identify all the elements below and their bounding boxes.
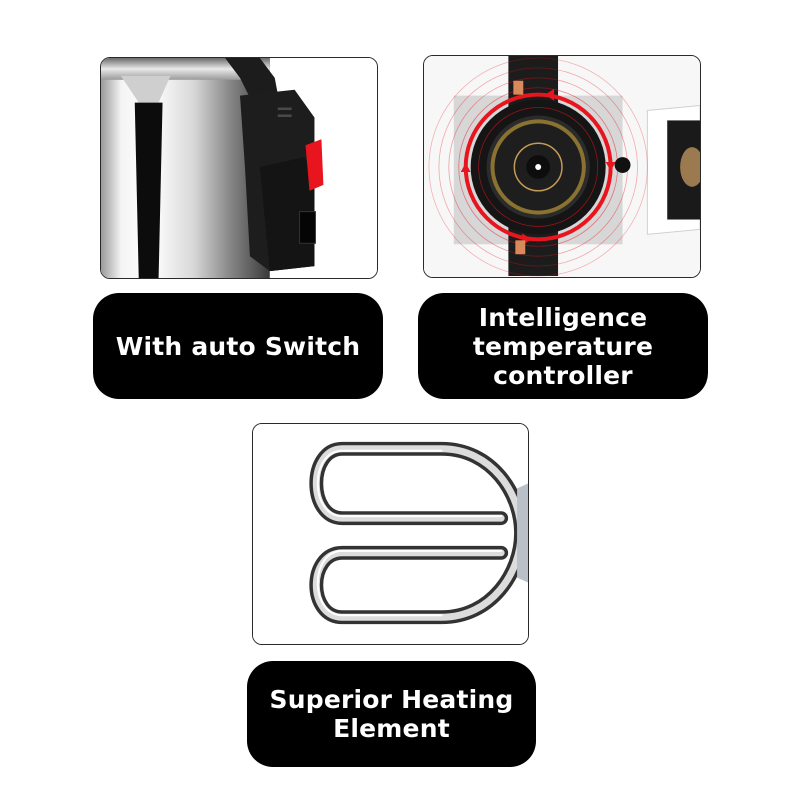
auto-switch-image-panel [100,57,378,279]
label-line: controller [493,360,633,390]
temperature-controller-label: Intelligence temperature controller [418,293,708,399]
heating-element-coil-image [253,424,528,644]
auto-switch-label: With auto Switch [93,293,383,399]
label-line: Intelligence [478,302,648,332]
label-line: Element [333,714,450,743]
label-line: Superior Heating [269,685,514,714]
thermostat-controller-image [424,56,700,277]
heating-element-label: Superior Heating Element [247,661,536,767]
heating-element-image-panel [252,423,529,645]
label-line: temperature [472,331,654,361]
label-line: With auto Switch [115,331,361,361]
kettle-handle-switch-image [101,58,377,278]
temperature-controller-image-panel [423,55,701,278]
